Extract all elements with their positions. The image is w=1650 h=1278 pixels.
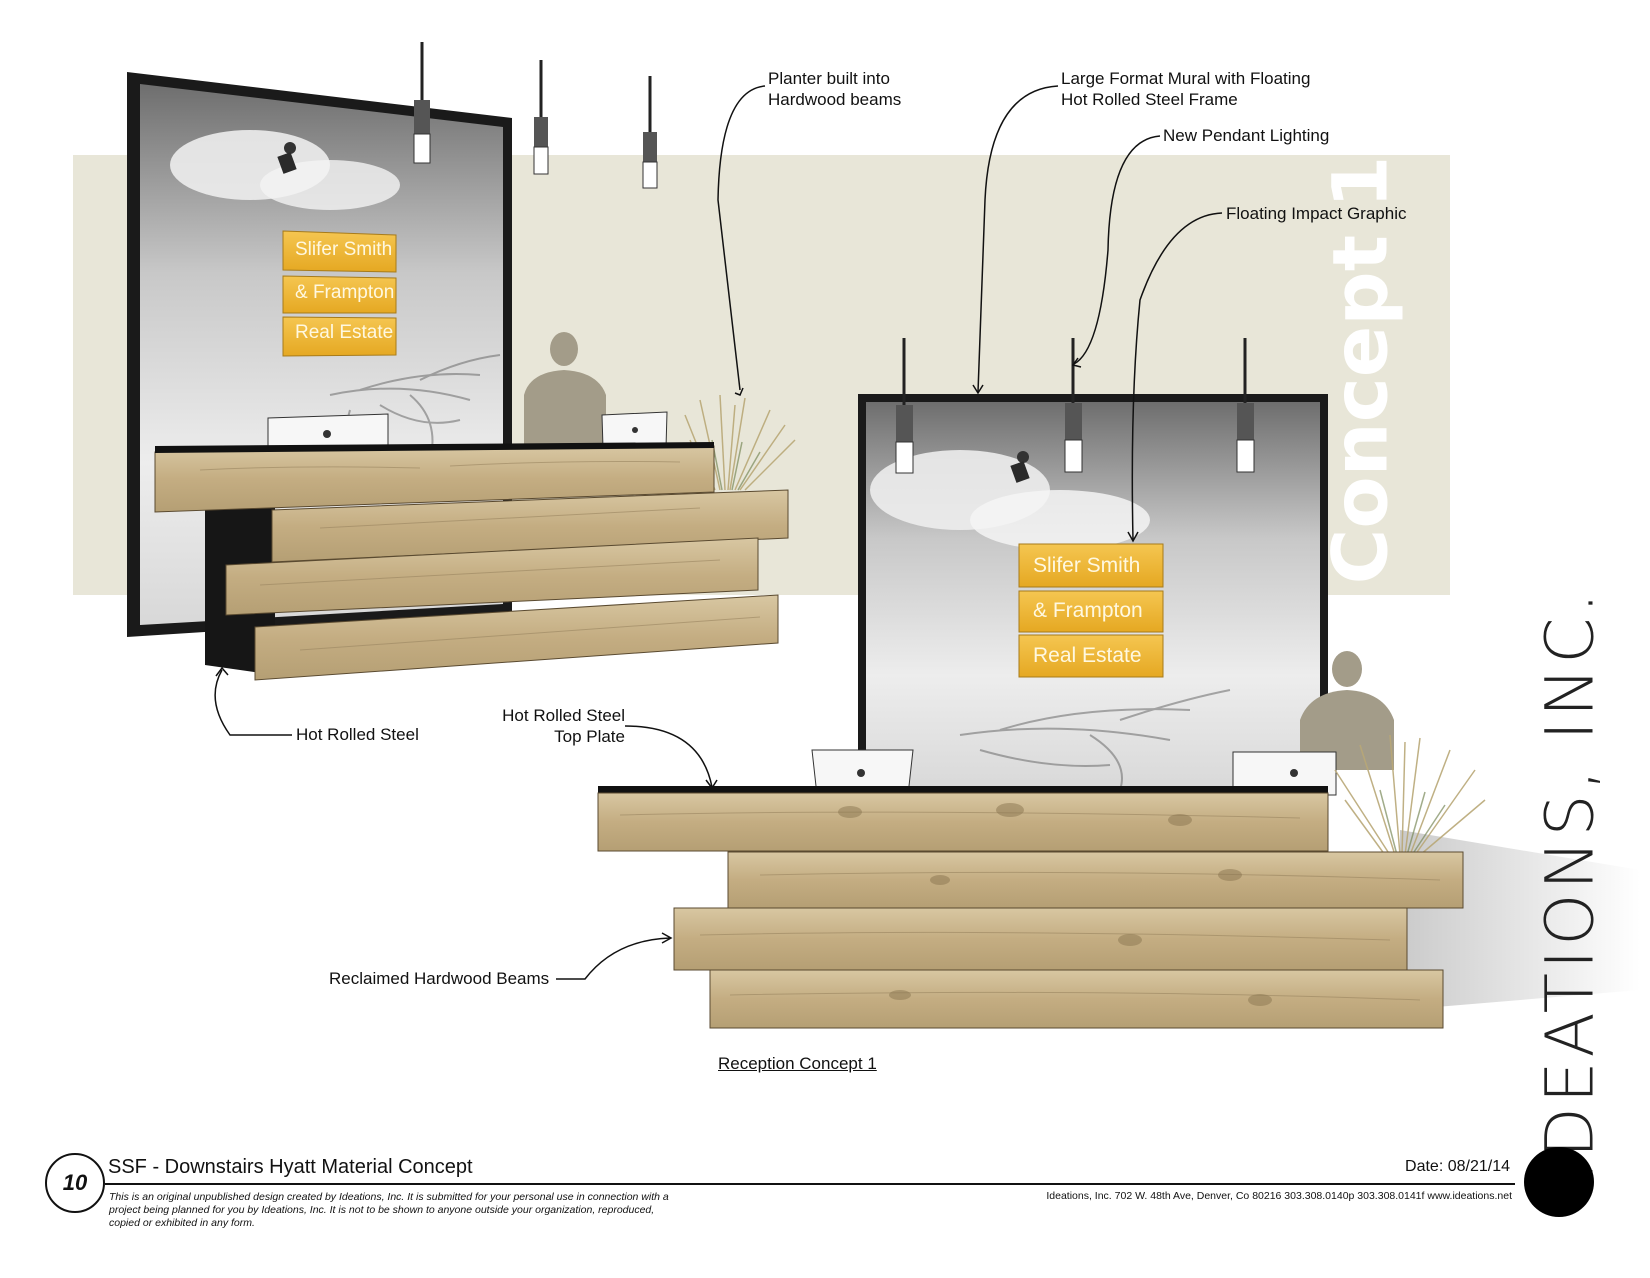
- brand-vertical-text: IDEATIONS, INC.: [1531, 588, 1609, 1182]
- callout-planter-line-1: Planter built into: [768, 69, 890, 88]
- callout-pendant: New Pendant Lighting: [1163, 126, 1330, 145]
- right-sign-line-1: Slifer Smith: [1033, 554, 1141, 577]
- callout-mural: Large Format Mural with Floating Hot Rol…: [1061, 68, 1310, 110]
- leader-lines: [214, 85, 1223, 980]
- callout-top-plate-line-2: Top Plate: [554, 727, 625, 746]
- right-pendant-lights: [895, 338, 1255, 474]
- left-beams: [154, 442, 789, 681]
- right-sign-panels: [1018, 543, 1164, 678]
- callout-beams: Reclaimed Hardwood Beams: [329, 969, 550, 988]
- right-reception-desk: [597, 338, 1486, 1029]
- right-laptops: [811, 749, 1337, 796]
- brand-vertical: IDEATIONS, INC.: [1530, 589, 1610, 1182]
- logo-dot: [1524, 1147, 1594, 1217]
- left-sign-line-1: Slifer Smith: [295, 239, 393, 260]
- callout-top-plate: Hot Rolled Steel Top Plate: [470, 705, 625, 747]
- left-sign-line-3: Real Estate: [295, 322, 394, 343]
- date-label: Date: 08/21/14: [1405, 1158, 1510, 1175]
- right-sign-line-2: & Frampton: [1033, 599, 1143, 622]
- callout-planter-line-2: Hardwood beams: [768, 90, 902, 109]
- disclaimer: This is an original unpublished design c…: [109, 1191, 669, 1229]
- company-address: Ideations, Inc. 702 W. 48th Ave, Denver,…: [1046, 1190, 1512, 1202]
- callout-graphic: Floating Impact Graphic: [1226, 204, 1407, 223]
- page-number-text: 10: [62, 1170, 88, 1195]
- concept-label-text: Concept 1: [1315, 155, 1405, 585]
- left-sign-panels: [282, 230, 397, 357]
- right-person-silhouette: [1300, 651, 1394, 770]
- left-laptops: [267, 411, 668, 453]
- callout-steel: Hot Rolled Steel: [296, 725, 419, 744]
- left-sign-line-2: & Frampton: [295, 282, 395, 303]
- right-beams: [597, 786, 1464, 1029]
- callout-mural-line-1: Large Format Mural with Floating: [1061, 69, 1311, 88]
- left-reception-desk: [127, 42, 796, 681]
- callout-top-plate-line-1: Hot Rolled Steel: [502, 706, 625, 725]
- left-pendant-lights: [413, 42, 658, 189]
- rendering-caption: Reception Concept 1: [718, 1054, 877, 1073]
- title-rule: [105, 1183, 1515, 1185]
- callout-planter: Planter built into Hardwood beams: [768, 68, 901, 110]
- page-number: 10: [45, 1153, 105, 1213]
- project-title: SSF - Downstairs Hyatt Material Concept: [108, 1156, 473, 1178]
- concept-label: Concept 1: [1316, 150, 1405, 590]
- left-person-silhouette: [524, 332, 606, 447]
- right-planter-grass: [1334, 734, 1486, 856]
- callout-mural-line-2: Hot Rolled Steel Frame: [1061, 90, 1238, 109]
- right-sign-line-3: Real Estate: [1033, 644, 1142, 667]
